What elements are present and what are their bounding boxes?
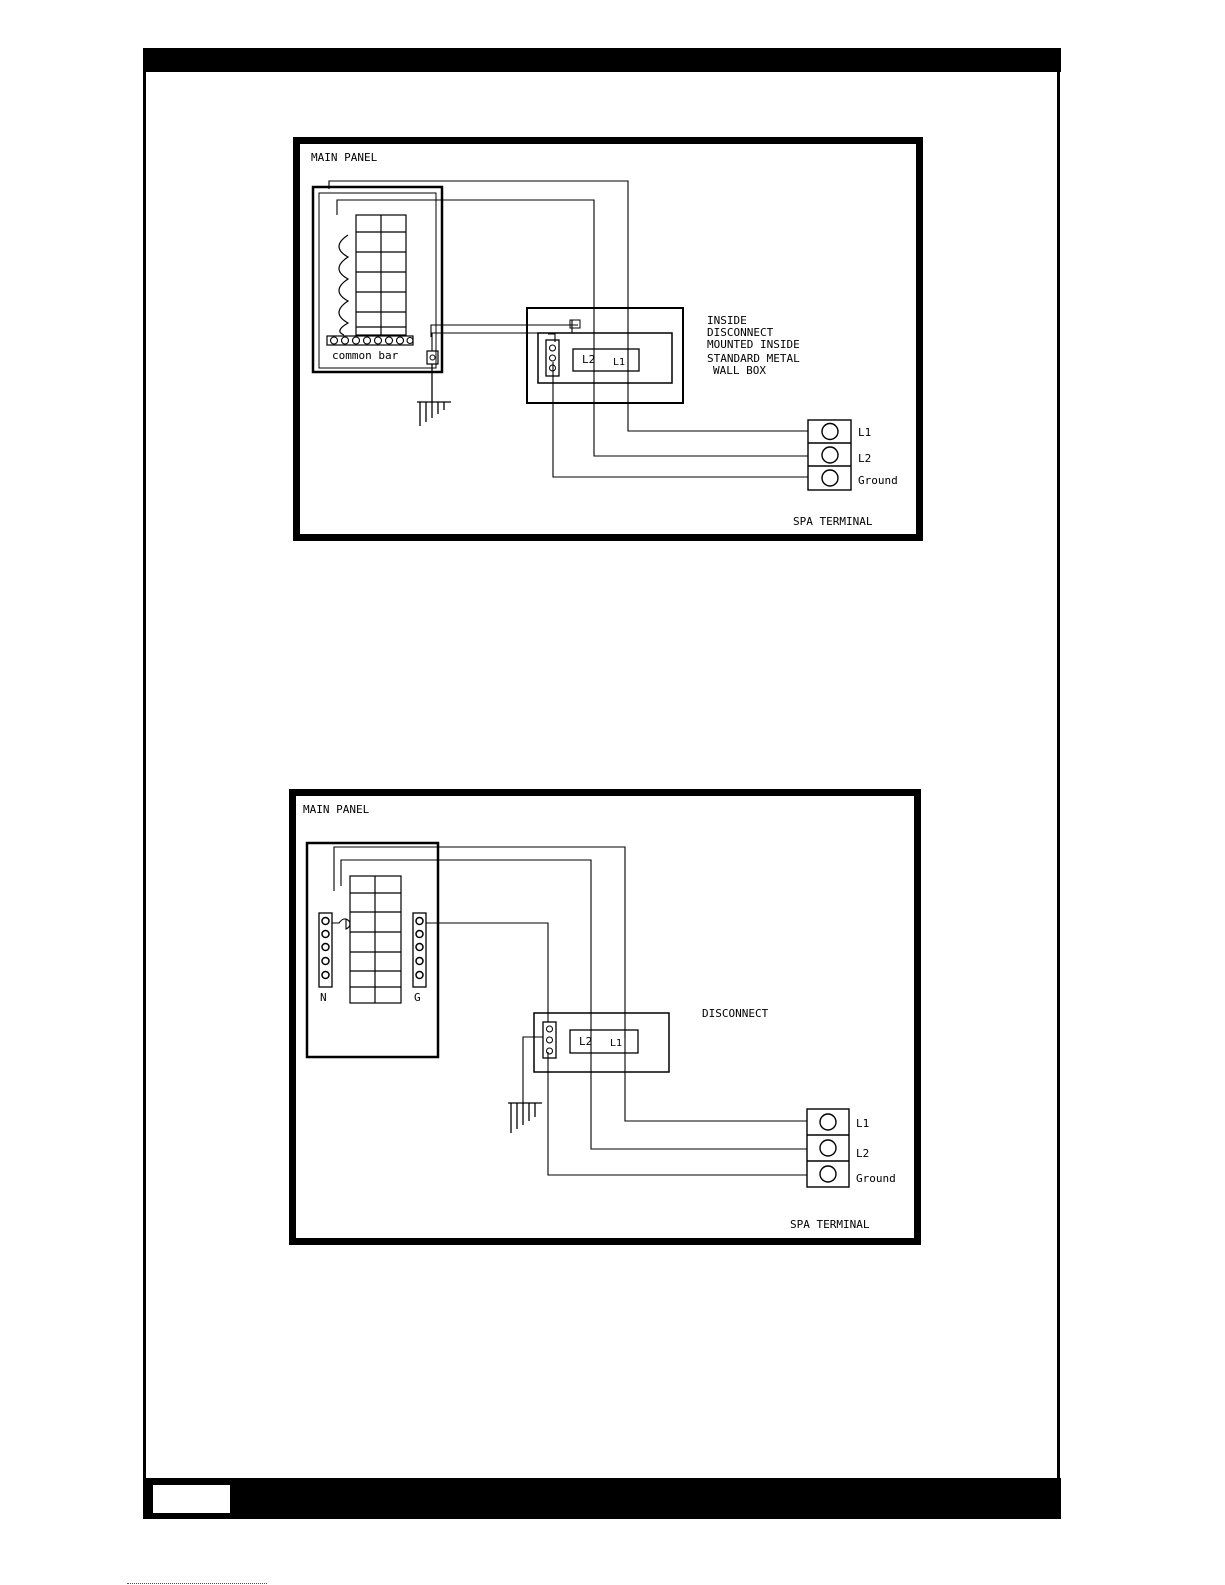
terminal-l2-label: L2 <box>856 1147 869 1160</box>
main-panel-label: MAIN PANEL <box>311 151 378 164</box>
common-bar-label: common bar <box>332 349 399 362</box>
terminal-l1-label: L1 <box>858 426 871 439</box>
terminal-ground-label: Ground <box>858 474 898 487</box>
disconnect-breaker-l1: L1 <box>613 357 625 368</box>
spa-terminal-label: SPA TERMINAL <box>793 515 873 528</box>
disconnect-note: INSIDE DISCONNECT MOUNTED INSIDE STANDAR… <box>707 314 800 377</box>
page-footer-bar <box>143 1478 1061 1519</box>
wiring-diagram-disconnect: MAIN PANEL N G <box>289 789 921 1245</box>
spa-terminal-label: SPA TERMINAL <box>790 1218 870 1231</box>
disconnect-label: DISCONNECT <box>702 1007 769 1020</box>
main-panel-label: MAIN PANEL <box>303 803 370 816</box>
ground-rod-icon <box>417 364 451 426</box>
ground-bar-label: G <box>414 991 421 1004</box>
svg-text:MOUNTED INSIDE: MOUNTED INSIDE <box>707 338 800 351</box>
disconnect-breaker-l2: L2 <box>579 1035 592 1048</box>
spa-terminal-block <box>807 1109 849 1187</box>
neutral-bar-label: N <box>320 991 327 1004</box>
breaker-grid <box>350 876 401 1003</box>
disconnect-breaker-l2: L2 <box>582 353 595 366</box>
wiring-diagram-inside-disconnect: MAIN PANEL common bar <box>293 137 923 541</box>
disconnect-breaker-l1: L1 <box>610 1038 622 1049</box>
terminal-l1-label: L1 <box>856 1117 869 1130</box>
page-number-tab <box>153 1485 230 1513</box>
disconnect-box <box>534 1013 669 1072</box>
svg-text:WALL BOX: WALL BOX <box>713 364 766 377</box>
inside-disconnect-box <box>527 308 683 403</box>
terminal-ground-label: Ground <box>856 1172 896 1185</box>
terminal-l2-label: L2 <box>858 452 871 465</box>
ground-rod-icon <box>508 1103 542 1133</box>
neutral-coil <box>339 235 348 335</box>
spa-terminal-block <box>808 420 851 490</box>
breaker-grid <box>356 215 406 335</box>
